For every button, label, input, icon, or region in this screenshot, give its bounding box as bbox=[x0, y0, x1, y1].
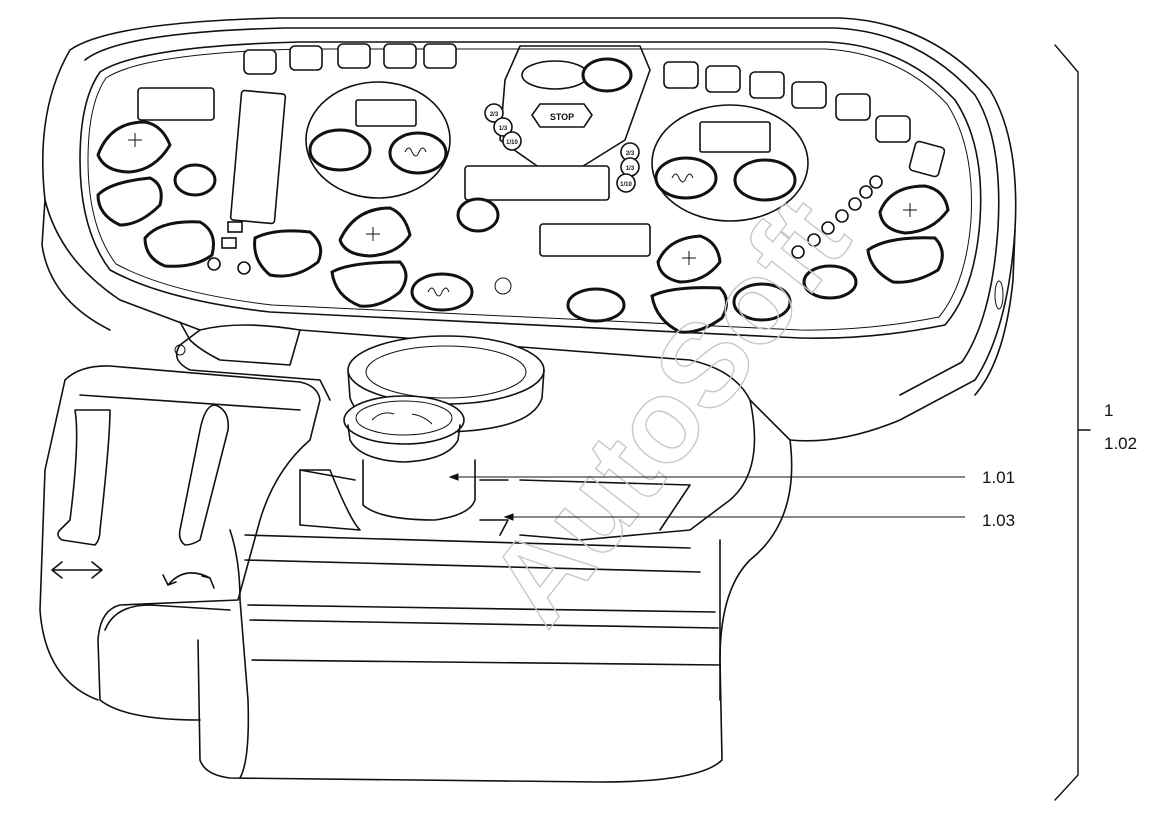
center-round-button bbox=[456, 197, 500, 233]
dial-cluster-left bbox=[305, 81, 451, 199]
bracket-label-1-02: 1.02 bbox=[1104, 434, 1137, 453]
oil-icon bbox=[383, 43, 417, 69]
spray-icon bbox=[732, 282, 792, 322]
rotate-icon bbox=[162, 572, 215, 589]
parking-brake-icon bbox=[521, 60, 589, 90]
callout-1-01: 1.01 bbox=[982, 468, 1015, 487]
emergency-stop bbox=[343, 395, 509, 536]
fan-icon bbox=[243, 49, 277, 75]
callouts: 1.01 1.03 bbox=[448, 468, 1015, 530]
keys-middle bbox=[330, 197, 626, 323]
spring-button bbox=[802, 264, 858, 300]
traverse-key-right bbox=[253, 229, 323, 278]
traverse-icon bbox=[51, 561, 103, 579]
stop-label: STOP bbox=[550, 112, 574, 122]
keys-right bbox=[650, 175, 950, 334]
traverse-key-left bbox=[143, 220, 215, 268]
hand-rest bbox=[39, 365, 321, 721]
side-detail bbox=[174, 280, 1004, 356]
svg-text:1/10: 1/10 bbox=[506, 140, 518, 146]
assembly-bracket: 1 1.02 bbox=[1054, 44, 1137, 801]
control-panel bbox=[79, 41, 982, 340]
svg-text:1/10: 1/10 bbox=[620, 182, 632, 188]
diagonal-icon bbox=[908, 140, 946, 178]
coolant-icon bbox=[337, 43, 371, 69]
bracket bbox=[1054, 44, 1091, 801]
rotate-key-left bbox=[96, 176, 163, 227]
stop-button bbox=[531, 103, 593, 128]
tank-icon bbox=[663, 61, 699, 89]
bracket-label-1: 1 bbox=[1104, 401, 1113, 420]
displays bbox=[137, 87, 651, 257]
speed-selector-left: 2/3 1/3 1/10 bbox=[484, 103, 522, 151]
console-body bbox=[41, 17, 1017, 442]
filter-icon bbox=[705, 65, 741, 93]
axle-icon bbox=[791, 81, 827, 109]
svg-text:2/3: 2/3 bbox=[626, 151, 635, 157]
console-base bbox=[175, 321, 793, 783]
right-round-button bbox=[733, 158, 797, 202]
stop-bay: STOP bbox=[499, 45, 651, 169]
svg-text:1/3: 1/3 bbox=[499, 126, 508, 132]
knob-shaft bbox=[362, 459, 476, 521]
fuel-icon bbox=[423, 43, 457, 69]
dial-cluster-right bbox=[651, 104, 809, 222]
horn-icon bbox=[566, 287, 626, 323]
svg-text:2/3: 2/3 bbox=[490, 112, 499, 118]
box-icon bbox=[749, 71, 785, 99]
left-round-button bbox=[308, 128, 372, 172]
minus-key-right bbox=[650, 286, 728, 334]
indicator-row-right bbox=[663, 61, 946, 178]
svg-text:1/3: 1/3 bbox=[626, 166, 635, 172]
plus-key-middle bbox=[338, 206, 412, 258]
small-round-button-left bbox=[173, 163, 217, 197]
callout-1-03: 1.03 bbox=[982, 511, 1015, 530]
speed-selector-right: 2/3 1/3 1/10 bbox=[616, 142, 640, 193]
left-wave-button bbox=[388, 131, 448, 175]
indicator-row-left bbox=[243, 43, 457, 75]
minus-key-middle bbox=[330, 260, 408, 308]
plus-key-left bbox=[96, 120, 172, 174]
engine-right-icon bbox=[875, 115, 911, 143]
keys-left bbox=[96, 120, 323, 278]
engine-icon bbox=[289, 45, 323, 71]
battery-icon bbox=[835, 93, 871, 121]
parking-button bbox=[581, 57, 633, 93]
minus-key-far-right bbox=[866, 236, 944, 284]
